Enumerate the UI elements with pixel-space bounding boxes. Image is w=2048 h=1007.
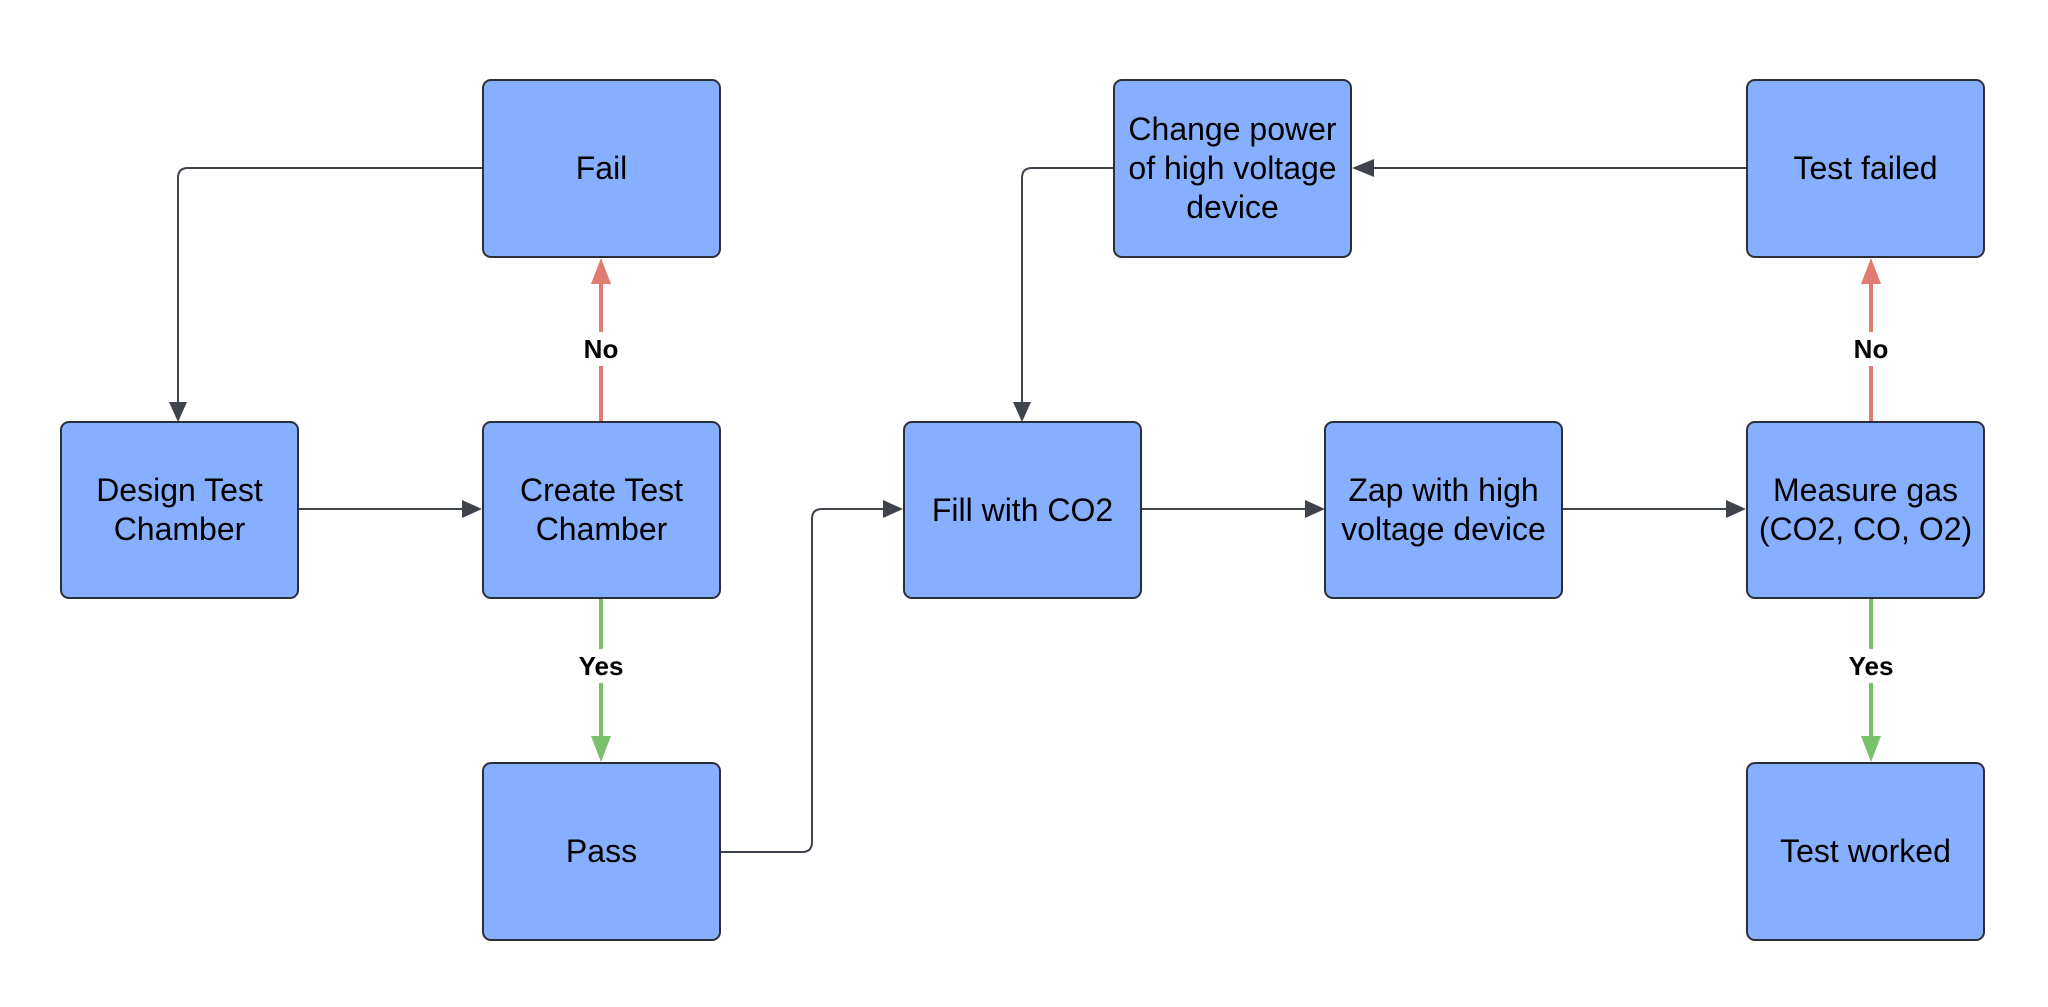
- node-label: Zap with high voltage device: [1341, 472, 1546, 547]
- node-pass[interactable]: Pass: [482, 762, 721, 941]
- node-label: Fill with CO2: [931, 491, 1114, 528]
- edge-label-measure-yes: Yes: [1844, 649, 1898, 683]
- edge-label-measure-no: No: [1849, 332, 1893, 366]
- node-label: Pass: [565, 833, 638, 869]
- node-label: Design Test Chamber: [96, 472, 263, 547]
- node-label: Measure gas (CO2, CO, O2): [1758, 472, 1973, 547]
- connector-fill-to-zap: [1141, 500, 1325, 518]
- node-change-power[interactable]: Change power of high voltage device: [1113, 79, 1352, 258]
- node-design-test-chamber[interactable]: Design Test Chamber: [60, 421, 299, 599]
- connector-design-to-create: [298, 500, 482, 518]
- connector-fail-to-design: [169, 167, 482, 422]
- connector-test-failed-to-change-power: [1352, 159, 1746, 177]
- node-fail[interactable]: Fail: [482, 79, 721, 258]
- connector-change-power-to-fill: [1013, 167, 1114, 422]
- node-measure-gas[interactable]: Measure gas (CO2, CO, O2): [1746, 421, 1985, 599]
- node-fill-with-co2[interactable]: Fill with CO2: [903, 421, 1142, 599]
- node-test-worked[interactable]: Test worked: [1746, 762, 1985, 941]
- node-create-test-chamber[interactable]: Create Test Chamber: [482, 421, 721, 599]
- connector-zap-to-measure: [1562, 500, 1746, 518]
- node-label: Test worked: [1780, 833, 1951, 869]
- edge-label-create-no: No: [579, 332, 623, 366]
- edge-label-create-yes: Yes: [574, 649, 628, 683]
- node-label: Fail: [575, 150, 628, 186]
- node-label: Change power of high voltage device: [1128, 111, 1337, 225]
- connector-pass-to-fill: [720, 500, 903, 853]
- node-label: Create Test Chamber: [519, 472, 684, 547]
- node-label: Test failed: [1793, 150, 1938, 186]
- node-zap-with-high-voltage-device[interactable]: Zap with high voltage device: [1324, 421, 1563, 599]
- node-test-failed[interactable]: Test failed: [1746, 79, 1985, 258]
